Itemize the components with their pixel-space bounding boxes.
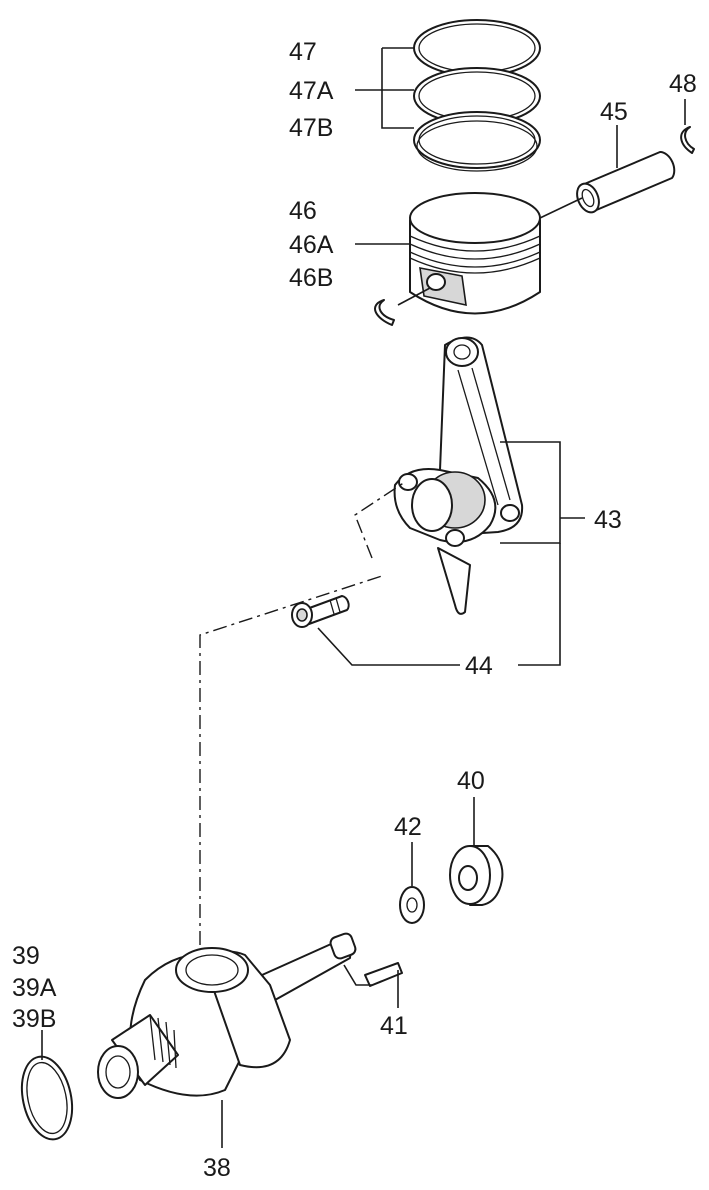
label-46a: 46A bbox=[289, 231, 334, 259]
rod-leader-line bbox=[500, 441, 585, 544]
piston-pin-clip-48 bbox=[680, 126, 695, 154]
label-43: 43 bbox=[594, 506, 622, 534]
key bbox=[364, 962, 403, 987]
label-42: 42 bbox=[394, 813, 422, 841]
label-39a: 39A bbox=[12, 974, 57, 1002]
crankshaft bbox=[97, 932, 357, 1099]
label-41: 41 bbox=[380, 1012, 408, 1040]
label-46b: 46B bbox=[289, 264, 333, 292]
label-40: 40 bbox=[457, 767, 485, 795]
assembly-line-cap bbox=[354, 481, 406, 559]
pin-insertion-line bbox=[539, 197, 583, 219]
label-47: 47 bbox=[289, 38, 317, 66]
label-46: 46 bbox=[289, 197, 317, 225]
piston-rings bbox=[413, 19, 541, 172]
clip-insertion-line bbox=[397, 287, 431, 306]
piston-pin bbox=[576, 150, 676, 214]
assembly-line-bolt bbox=[199, 574, 386, 945]
piston bbox=[409, 192, 541, 315]
bearing bbox=[449, 845, 504, 906]
label-48: 48 bbox=[669, 70, 697, 98]
rod-bolt bbox=[291, 595, 350, 628]
label-39: 39 bbox=[12, 942, 40, 970]
label-47a: 47A bbox=[289, 77, 334, 105]
key-leader-line bbox=[343, 964, 399, 1008]
label-44: 44 bbox=[465, 652, 493, 680]
label-47b: 47B bbox=[289, 114, 333, 142]
piston-pin-clip bbox=[374, 299, 395, 326]
label-38: 38 bbox=[203, 1154, 231, 1182]
piston-ring-47b bbox=[413, 111, 541, 172]
connecting-rod bbox=[393, 336, 524, 615]
rings-leader-line bbox=[355, 47, 414, 129]
o-ring bbox=[20, 1055, 74, 1141]
label-45: 45 bbox=[600, 98, 628, 126]
bolt-leader-line bbox=[317, 543, 561, 666]
washer bbox=[399, 886, 425, 924]
label-39b: 39B bbox=[12, 1005, 56, 1033]
